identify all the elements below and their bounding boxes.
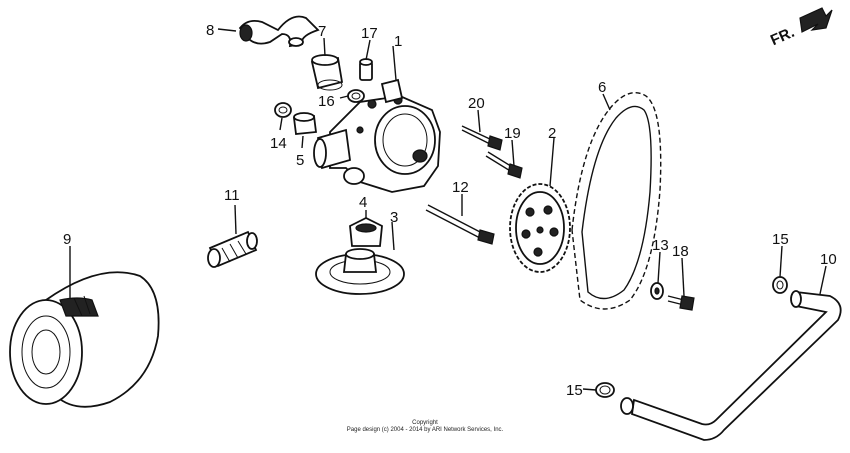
callout-7: 7 xyxy=(318,23,326,40)
callout-6: 6 xyxy=(598,79,606,96)
copyright-line-1: Copyright xyxy=(412,420,438,426)
callout-20: 20 xyxy=(468,95,485,112)
part-12-bolt[interactable] xyxy=(425,204,495,245)
callout-3: 3 xyxy=(390,209,398,226)
part-18-bolt[interactable] xyxy=(667,295,695,311)
callout-2: 2 xyxy=(548,125,556,142)
part-11-nipple[interactable] xyxy=(207,230,258,268)
part-17-pin[interactable] xyxy=(359,58,373,81)
copyright-line-2: Page design (c) 2004 - 2014 by ARI Netwo… xyxy=(347,427,504,433)
leader-lines xyxy=(69,28,827,391)
callout-1: 1 xyxy=(394,33,402,50)
callout-15-lower: 15 xyxy=(566,382,583,399)
callout-15-upper: 15 xyxy=(772,231,789,248)
part-3-strainer[interactable] xyxy=(315,248,405,295)
part-7-pipe[interactable] xyxy=(310,54,344,91)
part-15-o-ring-lower[interactable] xyxy=(595,382,615,398)
callout-14: 14 xyxy=(270,135,287,152)
callout-8: 8 xyxy=(206,22,214,39)
callout-12: 12 xyxy=(452,179,469,196)
callout-11: 11 xyxy=(224,187,240,204)
part-16-o-ring[interactable] xyxy=(347,89,365,103)
part-10-oil-pipe[interactable] xyxy=(620,290,842,441)
part-8-hose[interactable] xyxy=(238,15,320,48)
callout-16: 16 xyxy=(318,93,335,110)
part-5-collar[interactable] xyxy=(292,112,318,135)
part-9-oil-filter[interactable] xyxy=(9,271,160,408)
callout-5: 5 xyxy=(296,152,304,169)
part-13-washer[interactable] xyxy=(650,282,664,300)
part-19-bolt[interactable] xyxy=(485,151,523,179)
callout-17: 17 xyxy=(361,25,378,42)
part-14-o-ring[interactable] xyxy=(274,102,292,118)
callout-10: 10 xyxy=(820,251,837,268)
callout-9: 9 xyxy=(63,231,71,248)
front-direction-arrow-icon xyxy=(799,7,833,33)
part-6-chain[interactable] xyxy=(571,92,662,310)
callout-19: 19 xyxy=(504,125,521,142)
part-2-sprocket[interactable] xyxy=(509,183,571,273)
part-20-bolt[interactable] xyxy=(461,125,503,151)
front-arrow-label: FR. xyxy=(768,24,797,49)
part-1-oil-pump[interactable] xyxy=(313,78,441,193)
part-4-cap[interactable] xyxy=(349,216,383,247)
callout-4: 4 xyxy=(359,194,367,211)
callout-18: 18 xyxy=(672,243,689,260)
callout-13: 13 xyxy=(652,237,669,254)
part-15-o-ring-upper[interactable] xyxy=(772,276,788,294)
